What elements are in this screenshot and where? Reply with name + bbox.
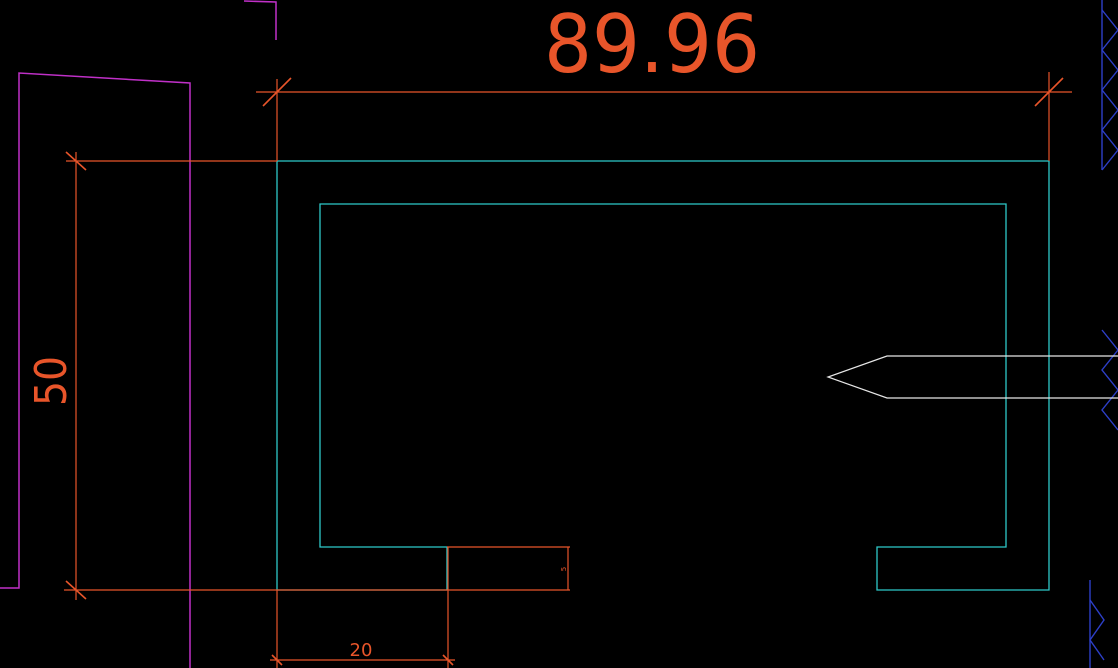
boundary-top-bracket <box>243 0 277 40</box>
boundary-lines <box>0 0 277 668</box>
height-dimension-text: 50 <box>26 356 77 406</box>
width-tick-right <box>1034 77 1064 107</box>
flange-dimension-text: 20 <box>350 640 373 661</box>
channel-outer-outline <box>276 160 1050 591</box>
dimension-flange[interactable]: 20 <box>270 547 455 668</box>
hatch-wall <box>1089 0 1118 668</box>
height-tick-bottom <box>65 580 87 600</box>
leader-arrow <box>826 355 1118 399</box>
flange-tick-left <box>271 654 283 666</box>
flange-tick-right <box>442 654 454 666</box>
channel-profile[interactable] <box>276 160 1050 591</box>
lip-dimension-text: 5 <box>560 567 568 571</box>
height-tick-top <box>65 151 87 171</box>
width-tick-left <box>262 77 292 107</box>
width-dimension-text: 89.96 <box>544 0 760 91</box>
dimension-width[interactable]: 89.96 <box>256 0 1072 161</box>
dimension-lip[interactable]: 5 <box>447 546 570 590</box>
dimension-height[interactable]: 50 <box>26 151 570 600</box>
boundary-left-outline <box>0 72 191 668</box>
